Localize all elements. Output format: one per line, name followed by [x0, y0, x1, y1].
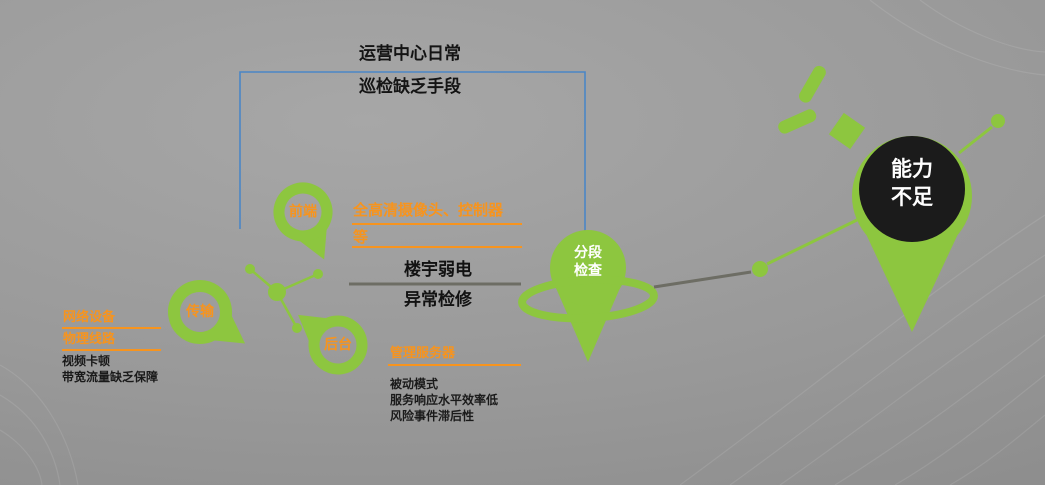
transmission-issue-1: 视频卡顿 — [62, 354, 111, 368]
capability-pin-head — [859, 136, 965, 242]
transmission-label-2: 物理线路 — [63, 332, 116, 347]
front-annotation-underline-1 — [352, 223, 522, 225]
segment-pin-label-line-1: 分段 — [574, 245, 602, 261]
front-pin — [273, 182, 333, 260]
transmission-label-1: 网络设备 — [63, 310, 116, 325]
backend-issue-3: 风险事件滞后性 — [390, 409, 475, 423]
capability-pin-label-line-1: 能力 — [891, 157, 933, 181]
transmission-underline-2 — [62, 349, 161, 351]
capability-link-line — [766, 218, 858, 266]
backend-issue-1: 被动模式 — [390, 377, 439, 391]
backend-underline — [388, 364, 521, 366]
center-label-line-2: 异常检修 — [404, 290, 472, 310]
front-annotation-line-1: 全高清摄像头、控制器 — [353, 201, 504, 219]
note-line-1: 运营中心日常 — [359, 44, 461, 64]
front-pin-label: 前端 — [289, 204, 317, 220]
connector-node-dot — [752, 261, 768, 277]
transmission-pin-label: 传输 — [186, 304, 214, 320]
sparkle-marks — [778, 65, 866, 150]
segment-pin-label-line-2: 检查 — [574, 263, 602, 279]
center-label-line-1: 楼宇弱电 — [404, 260, 472, 280]
capability-antenna-dot — [991, 114, 1005, 128]
segment-pin — [518, 230, 658, 362]
transmission-underline-1 — [62, 327, 161, 329]
backend-pin-label: 后台 — [324, 337, 352, 353]
note-line-2: 巡检缺乏手段 — [359, 77, 461, 97]
front-annotation-line-2: 等 — [353, 228, 369, 246]
note-bracket — [239, 71, 586, 262]
cluster-dots — [245, 264, 323, 333]
transmission-pin — [168, 280, 246, 344]
transmission-issue-2: 带宽流量缺乏保障 — [62, 370, 159, 384]
front-annotation-underline-2 — [352, 246, 522, 248]
capability-pin-label-line-2: 不足 — [891, 185, 933, 209]
backend-label: 管理服务器 — [390, 346, 456, 361]
backend-pin — [298, 314, 368, 375]
capability-antenna-line — [958, 125, 993, 155]
connector-line-right — [653, 270, 752, 289]
backend-issue-2: 服务响应水平效率低 — [390, 393, 499, 407]
capability-pin — [852, 136, 972, 332]
